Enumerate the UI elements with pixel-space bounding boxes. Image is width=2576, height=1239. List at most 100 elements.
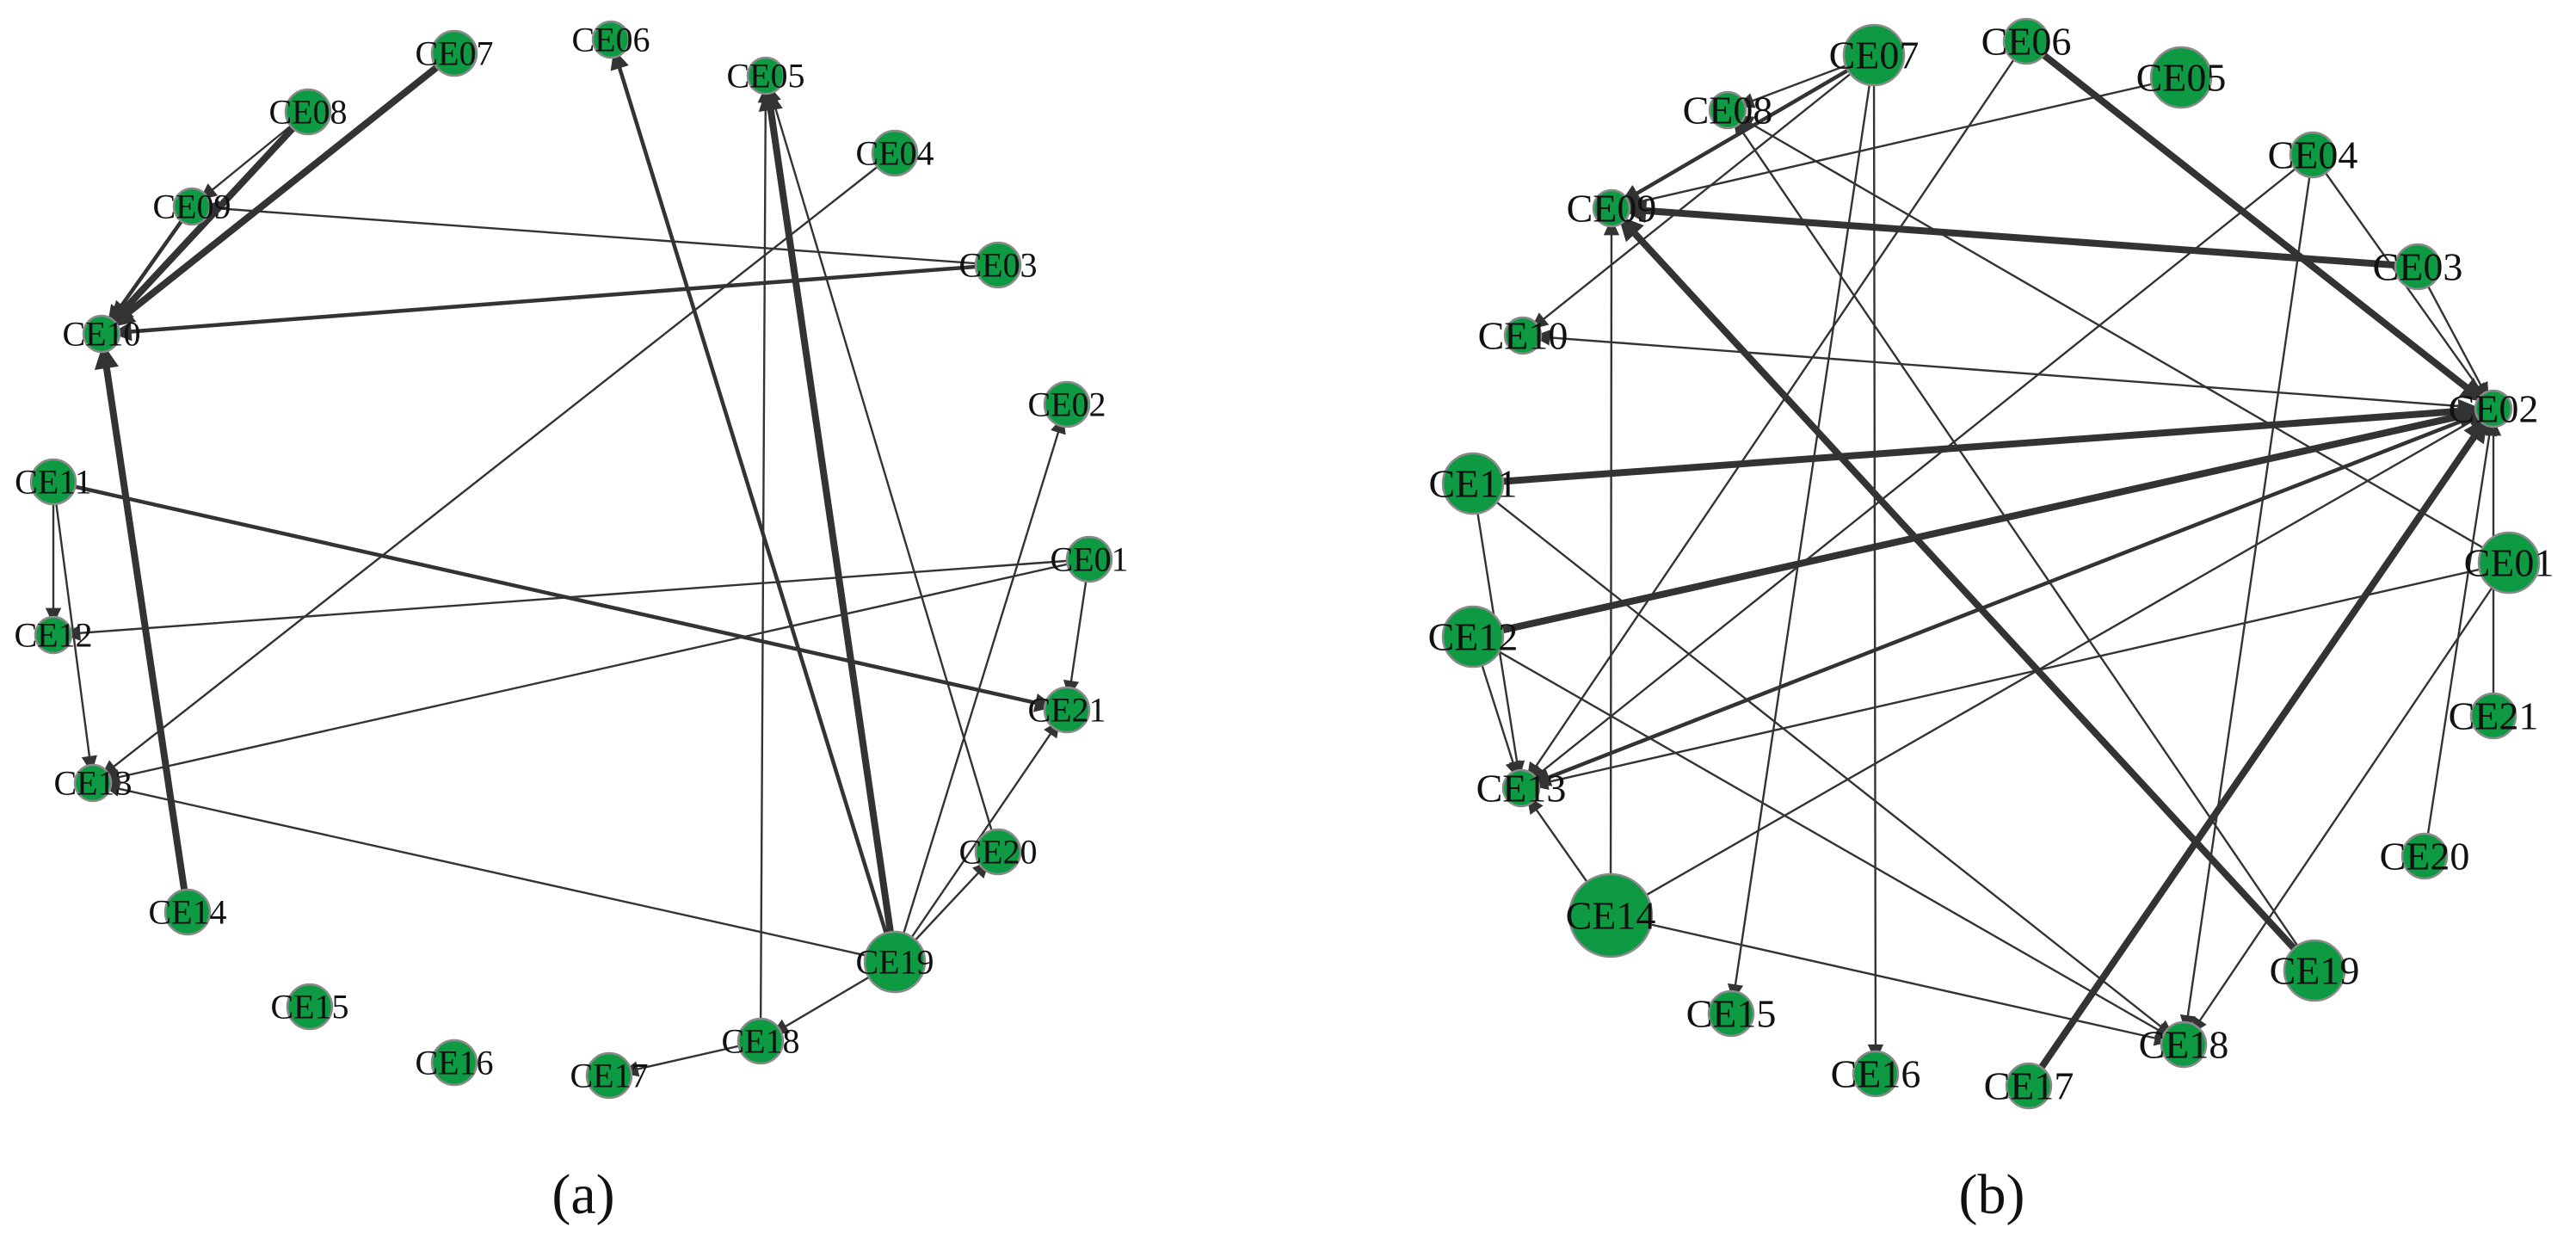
node-label: CE13 <box>1476 767 1567 811</box>
edge-ce02-to-ce10 <box>1532 330 2495 410</box>
edge-ce01-to-ce08 <box>1735 114 2511 564</box>
node-circle <box>2160 1020 2208 1069</box>
node-ce18: CE18 <box>2139 1020 2229 1069</box>
edge-line <box>102 360 191 915</box>
node-label: CE15 <box>1686 992 1777 1036</box>
edge-ce14-to-ce09 <box>1603 218 1620 917</box>
node-ce11: CE11 <box>15 458 92 506</box>
node-label: CE01 <box>1050 540 1128 579</box>
node-circle <box>2149 46 2213 109</box>
edge-ce19-to-ce08 <box>1733 118 2316 972</box>
node-ce08: CE08 <box>1683 89 1773 133</box>
node-circle <box>1707 989 1755 1038</box>
panel-b-label: (b) <box>1959 1163 2025 1226</box>
edge-line <box>1637 206 2421 270</box>
node-circle <box>1441 605 1505 669</box>
node-ce07: CE07 <box>415 29 494 77</box>
node-circle <box>2400 832 2449 880</box>
node-ce21: CE21 <box>1027 686 1106 734</box>
edge-line <box>1633 76 2183 205</box>
node-ce04: CE04 <box>2268 131 2357 179</box>
node-circle <box>73 763 113 803</box>
node-ce18: CE18 <box>721 1017 800 1065</box>
node-ce11: CE11 <box>1428 452 1518 515</box>
node-ce02: CE02 <box>2449 387 2539 431</box>
edge-ce03-to-ce10 <box>111 262 1001 342</box>
node-ce07: CE07 <box>1829 23 1919 87</box>
edge-ce01-to-ce13 <box>102 558 1091 786</box>
edge-ce03-to-ce09 <box>1621 198 2421 270</box>
edge-ce03-to-ce09 <box>201 200 1000 267</box>
edge-line <box>759 98 767 1043</box>
node-label: CE10 <box>1478 314 1568 358</box>
node-circle <box>430 29 478 77</box>
node-label: CE19 <box>855 943 934 982</box>
node-ce06: CE06 <box>1981 17 2071 65</box>
node-ce20: CE20 <box>2380 832 2469 880</box>
node-circle <box>1842 23 1906 87</box>
node-circle <box>1592 188 1631 228</box>
node-circle <box>1441 452 1505 515</box>
node-label: CE11 <box>15 463 92 502</box>
edge-line <box>2025 429 2480 1089</box>
node-circle <box>286 983 334 1031</box>
node-circle <box>29 458 77 506</box>
node-label: CE15 <box>270 988 348 1026</box>
node-circle <box>746 56 786 96</box>
node-label: CE07 <box>415 34 493 73</box>
edge-line <box>1543 561 2511 785</box>
edge-line <box>616 62 897 965</box>
node-ce09: CE09 <box>1567 187 1657 231</box>
node-label: CE01 <box>2464 541 2554 585</box>
edge-ce04-to-ce13 <box>101 151 897 777</box>
node-label: CE14 <box>148 893 226 932</box>
node-label: CE09 <box>1567 187 1657 231</box>
node-label: CE21 <box>2449 694 2539 738</box>
node-ce05: CE05 <box>2136 46 2226 109</box>
node-ce03: CE03 <box>958 241 1038 289</box>
node-ce13: CE13 <box>1476 767 1567 811</box>
node-ce15: CE15 <box>1686 989 1777 1038</box>
node-label: CE12 <box>14 616 92 655</box>
edge-line <box>1471 482 2165 1030</box>
edge-line <box>114 558 1091 780</box>
node-ce14: CE14 <box>148 888 227 936</box>
node-ce16: CE16 <box>1831 1050 1920 1098</box>
edge-line <box>1471 635 2163 1033</box>
node-circle <box>2469 692 2517 740</box>
node-circle <box>34 615 73 655</box>
node-label: CE02 <box>2449 387 2539 431</box>
node-label: CE05 <box>726 57 804 96</box>
node-label: CE18 <box>2139 1023 2229 1067</box>
node-circle <box>1043 380 1091 428</box>
edge-ce19-to-ce09 <box>1618 215 2318 974</box>
edge-ce12-to-ce18 <box>1471 635 2173 1039</box>
node-label: CE10 <box>62 315 140 354</box>
node-ce10: CE10 <box>62 315 140 354</box>
node-circle <box>2289 131 2337 179</box>
edge-ce06-to-ce13 <box>1526 40 2028 780</box>
node-label: CE16 <box>415 1044 493 1082</box>
edge-line <box>121 50 458 319</box>
node-label: CE09 <box>152 188 231 226</box>
node-circle <box>172 187 212 226</box>
edge-ce07-to-ce16 <box>1867 53 1884 1062</box>
node-circle <box>1043 686 1091 734</box>
node-ce09: CE09 <box>152 188 231 226</box>
edge-line <box>1609 231 1613 917</box>
node-label: CE08 <box>1683 89 1773 133</box>
edge-line <box>214 206 1000 267</box>
node-label: CE14 <box>1566 894 1656 938</box>
edge-line <box>1609 914 2160 1040</box>
edge-line <box>114 204 194 315</box>
node-ce12: CE12 <box>14 616 92 655</box>
node-label: CE12 <box>1428 615 1519 659</box>
edge-line <box>114 786 897 964</box>
node-ce19: CE19 <box>2270 939 2359 1002</box>
edge-ce11-to-ce21 <box>51 479 1056 712</box>
node-circle <box>974 241 1022 289</box>
node-circle <box>430 1039 478 1087</box>
edge-ce06-to-ce02 <box>2023 38 2486 403</box>
